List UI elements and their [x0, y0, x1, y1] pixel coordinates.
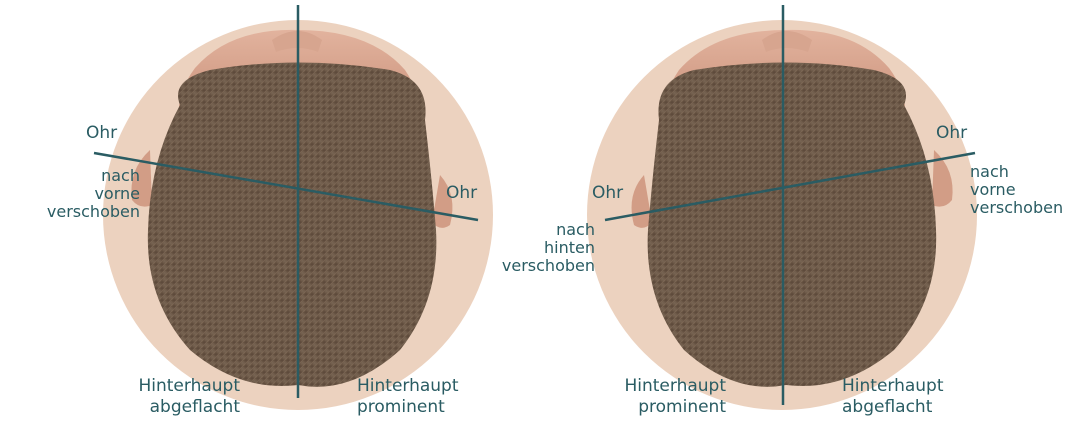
right-occiput-prominent-line1: Hinterhaupt — [584, 376, 726, 397]
right-hair-skull — [648, 63, 937, 387]
right-ear-right-label: Ohr — [936, 123, 967, 144]
right-shift-note-line3: verschoben — [970, 199, 1078, 217]
left-occiput-prominent-line2: prominent — [357, 397, 497, 418]
center-shift-note-line1: nach — [470, 221, 595, 239]
left-occiput-flat-line1: Hinterhaupt — [100, 376, 240, 397]
right-shift-note-line2: vorne — [970, 181, 1078, 199]
left-shift-note-line3: verschoben — [6, 203, 140, 221]
left-occiput-prominent-label: Hinterhaupt prominent — [357, 376, 497, 418]
left-occiput-prominent-line1: Hinterhaupt — [357, 376, 497, 397]
right-shift-note: nach vorne verschoben — [970, 163, 1078, 217]
right-occiput-flat-line1: Hinterhaupt — [842, 376, 984, 397]
center-shift-note-line2: hinten — [470, 239, 595, 257]
left-occiput-flat-line2: abgeflacht — [100, 397, 240, 418]
right-occiput-prominent-line2: prominent — [584, 397, 726, 418]
left-ear-right-label: Ohr — [446, 183, 477, 204]
left-shift-note-line1: nach — [6, 167, 140, 185]
center-shift-note: nach hinten verschoben — [470, 221, 595, 275]
right-occiput-prominent-label: Hinterhaupt prominent — [584, 376, 726, 418]
left-shift-note: nach vorne verschoben — [6, 167, 140, 221]
left-shift-note-line2: vorne — [6, 185, 140, 203]
center-shift-note-line3: verschoben — [470, 257, 595, 275]
left-hair-skull — [148, 63, 437, 387]
right-ear-left-label: Ohr — [592, 183, 623, 204]
right-shift-note-line1: nach — [970, 163, 1078, 181]
left-occiput-flat-label: Hinterhaupt abgeflacht — [100, 376, 240, 418]
right-occiput-flat-line2: abgeflacht — [842, 397, 984, 418]
left-head-figure — [94, 5, 493, 410]
right-occiput-flat-label: Hinterhaupt abgeflacht — [842, 376, 984, 418]
left-ear-top-label: Ohr — [86, 123, 117, 144]
right-head-figure — [587, 5, 977, 410]
